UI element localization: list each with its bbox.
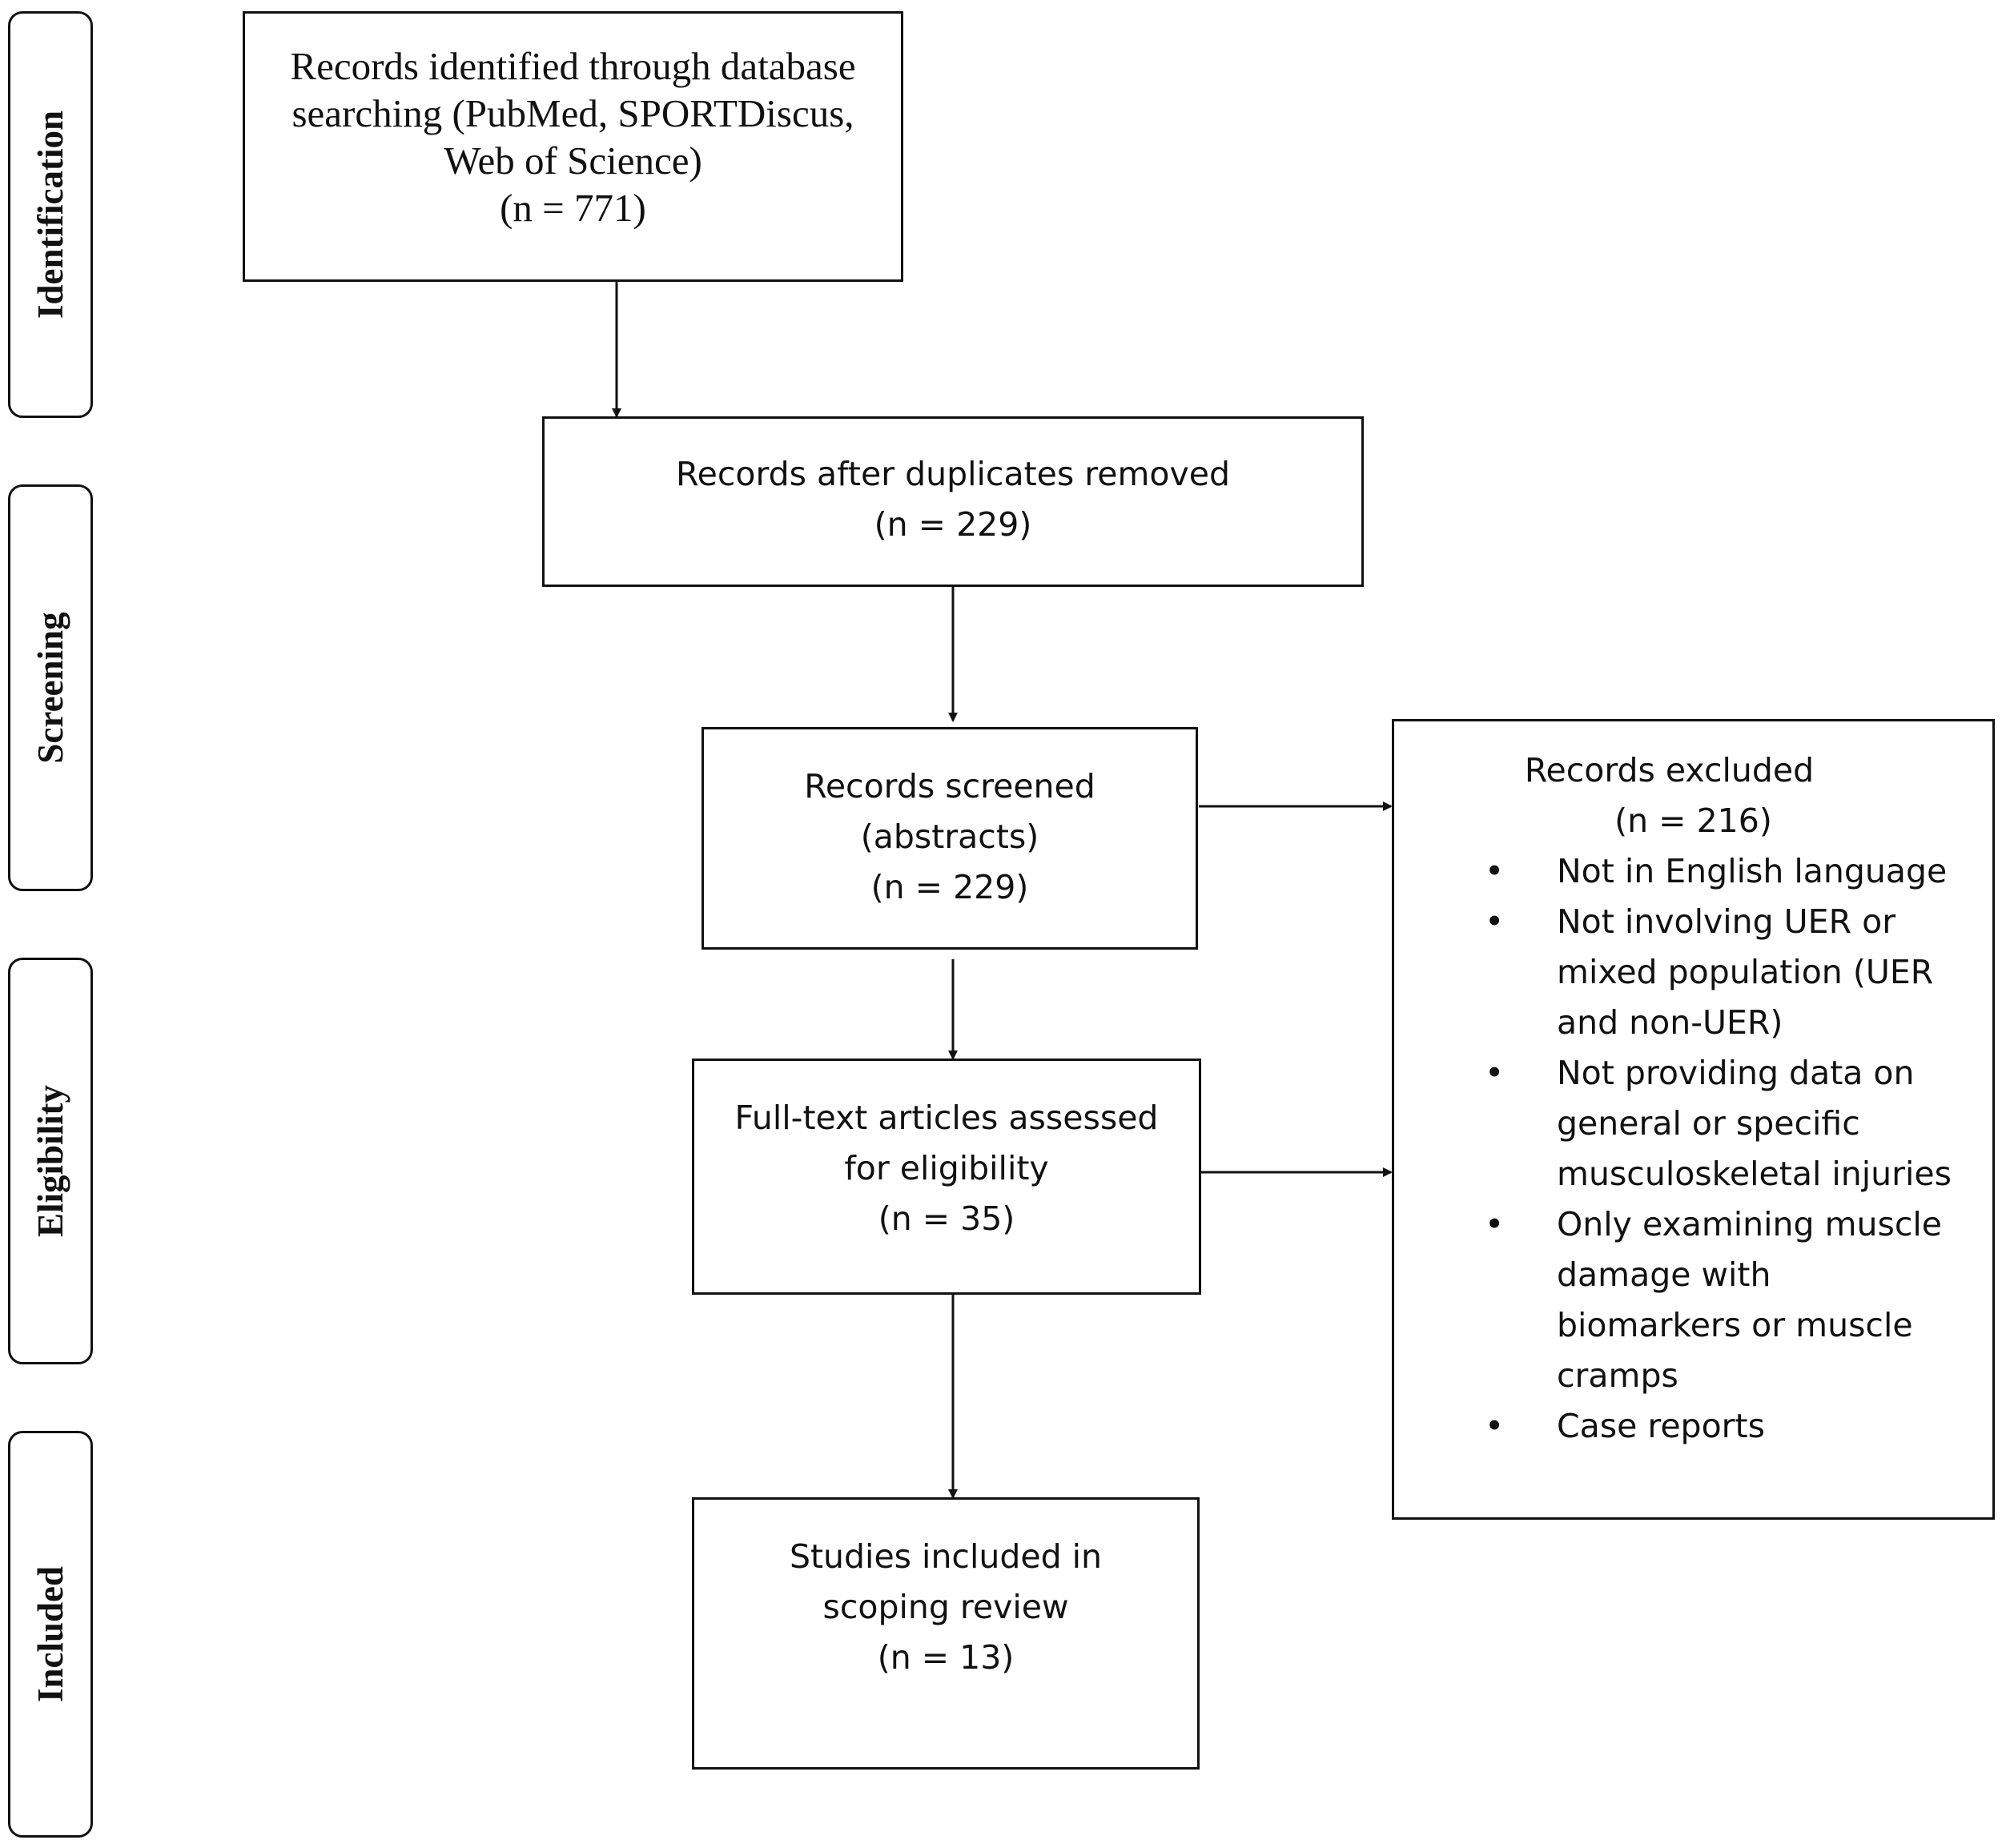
phase-identification: Identification <box>8 11 93 418</box>
records-identified-box: Records identified through database sear… <box>243 11 903 282</box>
excluded-count: (n = 216) <box>1614 801 1772 840</box>
box-text-line: Records after duplicates removed <box>676 455 1230 493</box>
reason-text-line: Only examining muscle <box>1557 1205 1943 1243</box>
reason-text-line: Not providing data on <box>1557 1054 1915 1092</box>
box-text-line: Studies included in <box>789 1537 1103 1576</box>
box-text-line: Records screened <box>804 767 1095 805</box>
reason-text-line: damage with <box>1557 1255 1771 1294</box>
box-text-line: (n = 229) <box>870 868 1029 906</box>
phase-label-eligibility: Eligibility <box>30 1084 70 1238</box>
reason-text-line: mixed population (UER <box>1557 953 1934 991</box>
exclusion-reason: • Case reports <box>1394 1401 1992 1452</box>
excluded-title: Records excluded <box>1524 751 1815 789</box>
box-text-line: (n = 35) <box>878 1199 1015 1238</box>
box-text-line: (n = 13) <box>877 1638 1015 1677</box>
bullet-icon: • <box>1485 1205 1505 1243</box>
reason-text-line: Not in English language <box>1557 852 1948 890</box>
studies-included-box: Studies included in scoping review (n = … <box>692 1497 1200 1770</box>
bullet-icon: • <box>1485 852 1505 890</box>
phase-label-included: Included <box>30 1565 70 1703</box>
phase-screening: Screening <box>8 484 93 891</box>
box-text-line: (abstracts) <box>860 818 1039 856</box>
exclusion-reasons-list: • Not in English language • Not involvin… <box>1394 846 1992 1452</box>
box-text-line: for eligibility <box>844 1149 1049 1187</box>
box-text-line: Records identified through database <box>290 44 856 88</box>
phase-eligibility: Eligibility <box>8 958 93 1364</box>
records-excluded-box: Records excluded (n = 216) • Not in Engl… <box>1392 719 1995 1520</box>
records-after-duplicates-box: Records after duplicates removed (n = 22… <box>542 416 1364 587</box>
reason-text-line: general or specific <box>1557 1104 1860 1143</box>
fulltext-assessed-box: Full-text articles assessed for eligibil… <box>692 1059 1201 1295</box>
box-text-line: (n = 229) <box>874 505 1032 544</box>
exclusion-reason: • Not providing data on general or speci… <box>1394 1048 1992 1199</box>
phase-label-identification: Identification <box>30 110 70 319</box>
reason-text-line: biomarkers or muscle <box>1557 1306 1913 1344</box>
box-text-line: scoping review <box>822 1588 1069 1626</box>
bullet-icon: • <box>1485 1054 1505 1092</box>
reason-text-line: musculoskeletal injuries <box>1557 1155 1952 1193</box>
box-text-line: Web of Science) <box>444 139 702 183</box>
exclusion-reason: • Not involving UER or mixed population … <box>1394 897 1992 1048</box>
bullet-icon: • <box>1485 902 1505 941</box>
phase-label-screening: Screening <box>30 612 70 764</box>
reason-text-line: Case reports <box>1557 1407 1765 1445</box>
box-text-line: searching (PubMed, SPORTDiscus, <box>291 91 854 135</box>
phase-included: Included <box>8 1431 93 1838</box>
exclusion-reason: • Not in English language <box>1394 846 1992 897</box>
reason-text-line: Not involving UER or <box>1557 902 1896 941</box>
exclusion-reason: • Only examining muscle damage with biom… <box>1394 1199 1992 1401</box>
box-text-line: Full-text articles assessed <box>734 1099 1159 1137</box>
box-text-line: (n = 771) <box>500 186 646 230</box>
bullet-icon: • <box>1485 1407 1505 1445</box>
records-screened-box: Records screened (abstracts) (n = 229) <box>702 727 1198 950</box>
reason-text-line: and non-UER) <box>1557 1003 1783 1042</box>
reason-text-line: cramps <box>1557 1356 1678 1395</box>
